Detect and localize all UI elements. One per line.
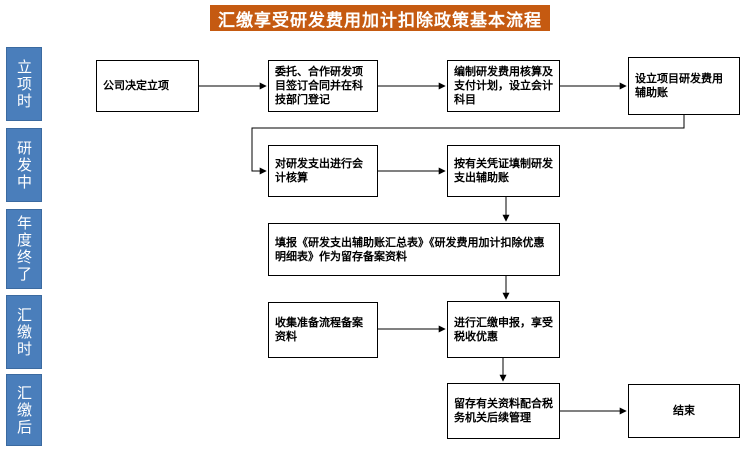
step-accounting: 对研发支出进行会计核算 <box>268 145 378 197</box>
stage-after-settlement: 汇缴后 <box>6 374 42 446</box>
step-retain: 留存有关资料配合税务机关后续管理 <box>447 383 560 439</box>
step-ledger: 设立项目研发费用辅助账 <box>628 57 740 115</box>
stage-project-initiation: 立项时 <box>6 47 42 121</box>
step-collect: 收集准备流程备案资料 <box>268 302 378 358</box>
stage-during-rd: 研发中 <box>6 128 42 202</box>
step-budget: 编制研发费用核算及支付计划，设立会计科目 <box>447 60 560 112</box>
stage-settlement: 汇缴时 <box>6 295 42 369</box>
step-contract: 委托、合作研发项目签订合同并在科技部门登记 <box>268 60 378 112</box>
stage-year-end: 年度终了 <box>6 209 42 289</box>
step-declare: 进行汇缴申报，享受税收优惠 <box>447 301 560 358</box>
step-voucher: 按有关凭证填制研发支出辅助账 <box>447 145 560 197</box>
step-decide: 公司决定立项 <box>96 60 199 112</box>
arrow-ledger-to-accounting <box>251 115 685 175</box>
step-end: 结束 <box>628 384 740 438</box>
page-title: 汇缴享受研发费用加计扣除政策基本流程 <box>210 5 550 31</box>
step-report: 填报《研发支出辅助账汇总表》《研发费用加计扣除优惠明细表》作为留存备案资料 <box>268 223 560 276</box>
